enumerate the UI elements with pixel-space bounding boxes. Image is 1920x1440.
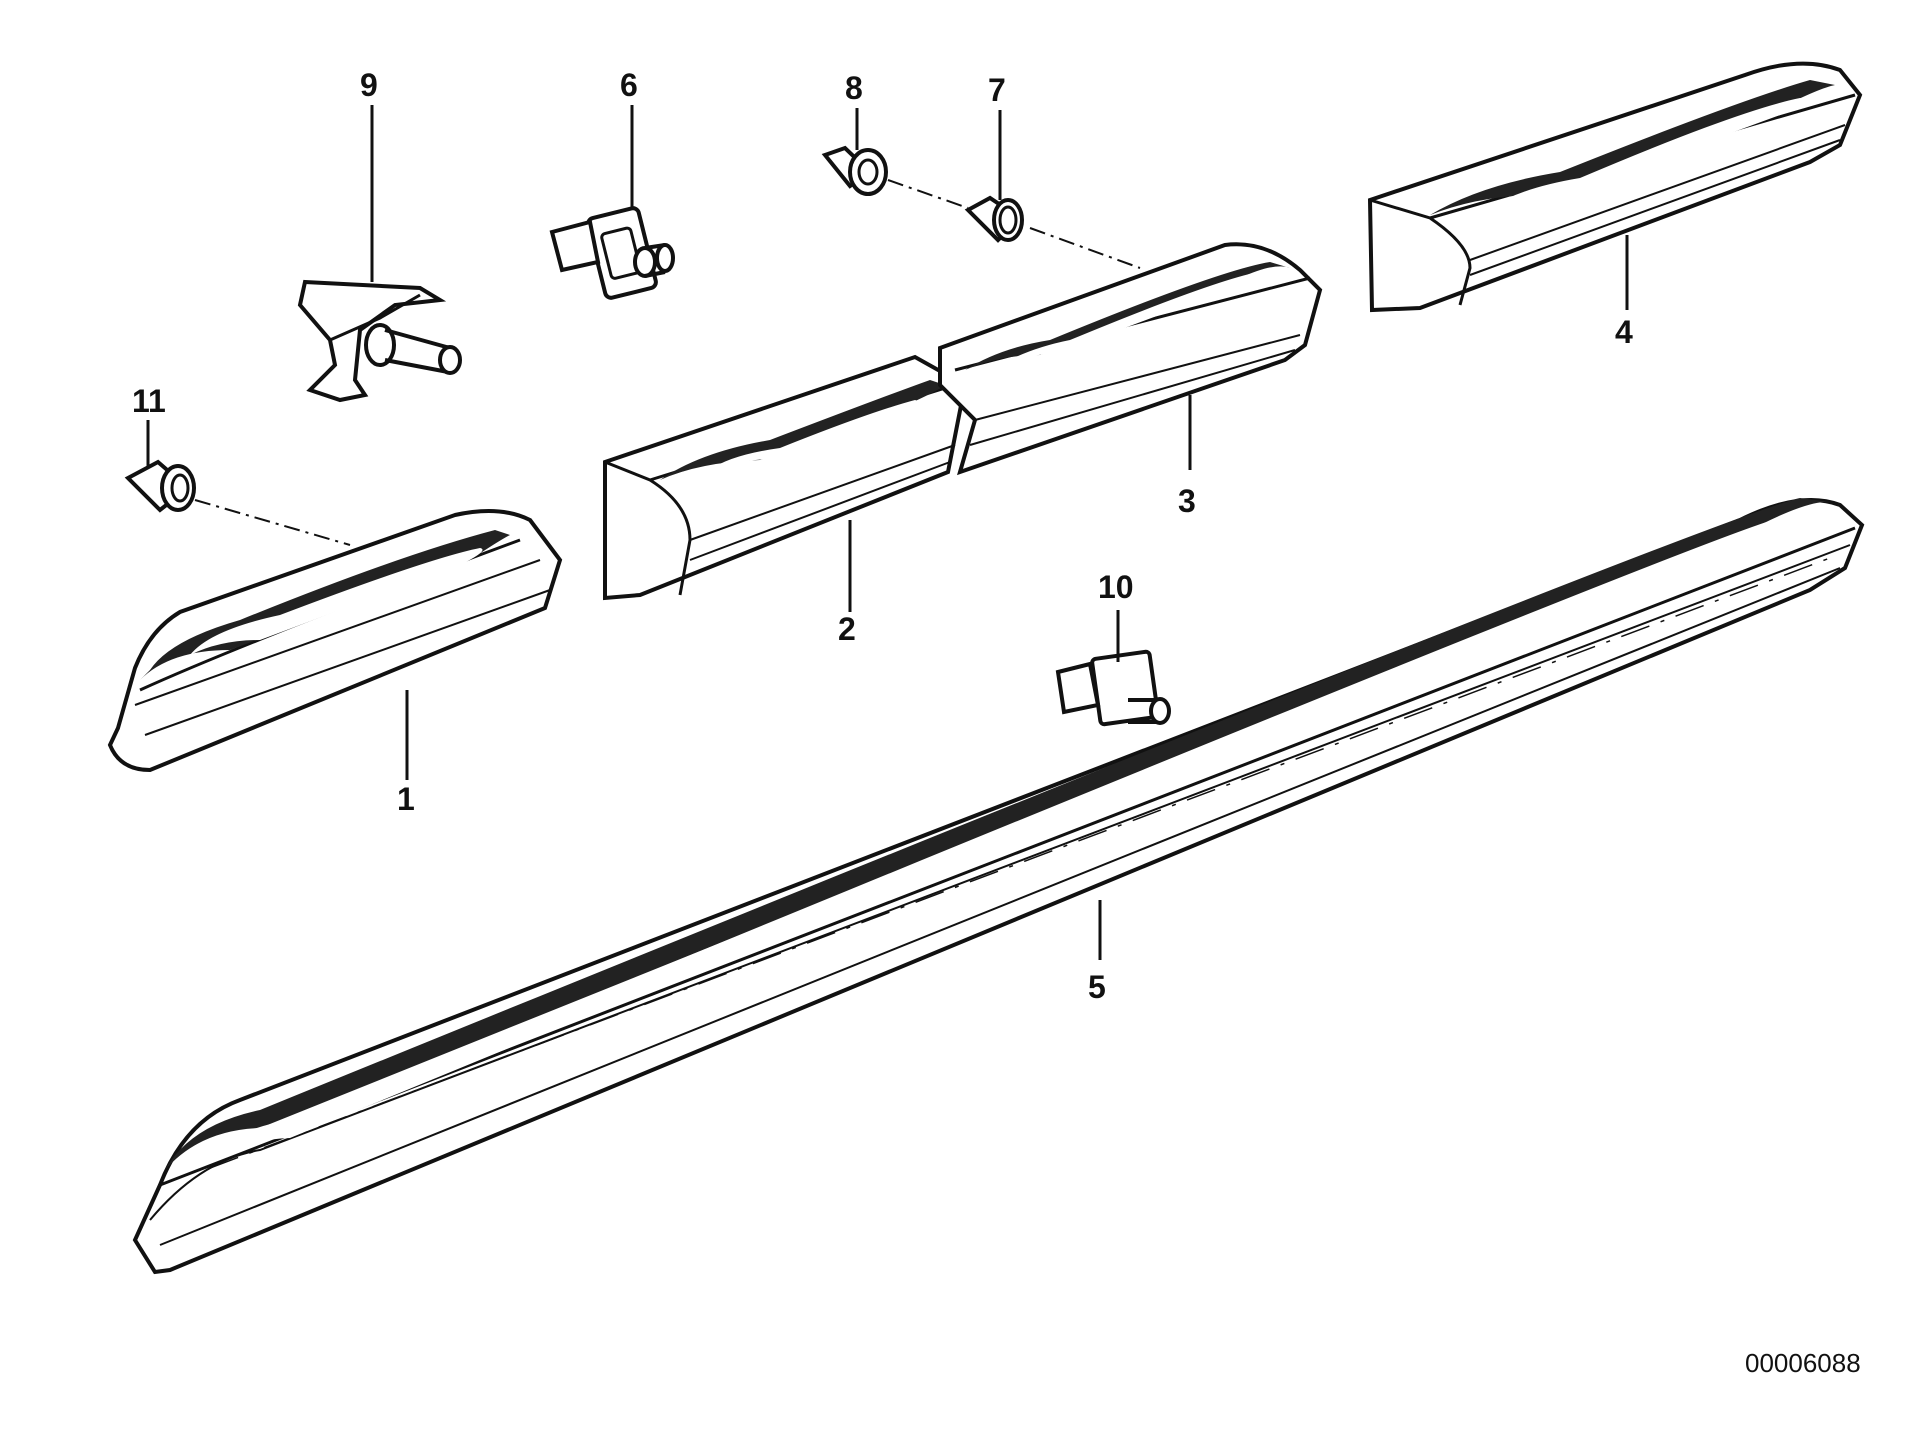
callout-1: 1: [397, 781, 415, 817]
clip-9[interactable]: [297, 279, 462, 403]
assembly-lines: [194, 179, 1141, 546]
trim-strip-2[interactable]: [603, 354, 968, 601]
trim-strip-3[interactable]: [938, 242, 1323, 476]
callout-7: 7: [988, 72, 1006, 108]
callout-10: 10: [1098, 569, 1134, 605]
callout-5: 5: [1088, 969, 1106, 1005]
trim-strip-1[interactable]: [107, 509, 563, 773]
callout-11: 11: [132, 383, 166, 419]
document-number: 00006088: [1745, 1348, 1861, 1378]
leader-lines: [146, 105, 1629, 960]
callout-3: 3: [1178, 483, 1196, 519]
callout-6: 6: [620, 67, 638, 103]
trim-strip-4[interactable]: [1367, 61, 1863, 313]
callout-9: 9: [360, 67, 378, 103]
grommet-7[interactable]: [964, 195, 1024, 243]
callout-2: 2: [838, 611, 856, 647]
trim-strip-5[interactable]: [132, 498, 1865, 1275]
clip-6[interactable]: [549, 206, 675, 300]
grommet-11[interactable]: [124, 459, 196, 513]
callout-4: 4: [1615, 314, 1633, 350]
clip-10[interactable]: [1055, 649, 1171, 727]
callouts: 9 6 8 7 11 1 2 3 4 10 5: [132, 67, 1633, 1005]
callout-8: 8: [845, 70, 863, 106]
nut-8[interactable]: [821, 145, 888, 196]
